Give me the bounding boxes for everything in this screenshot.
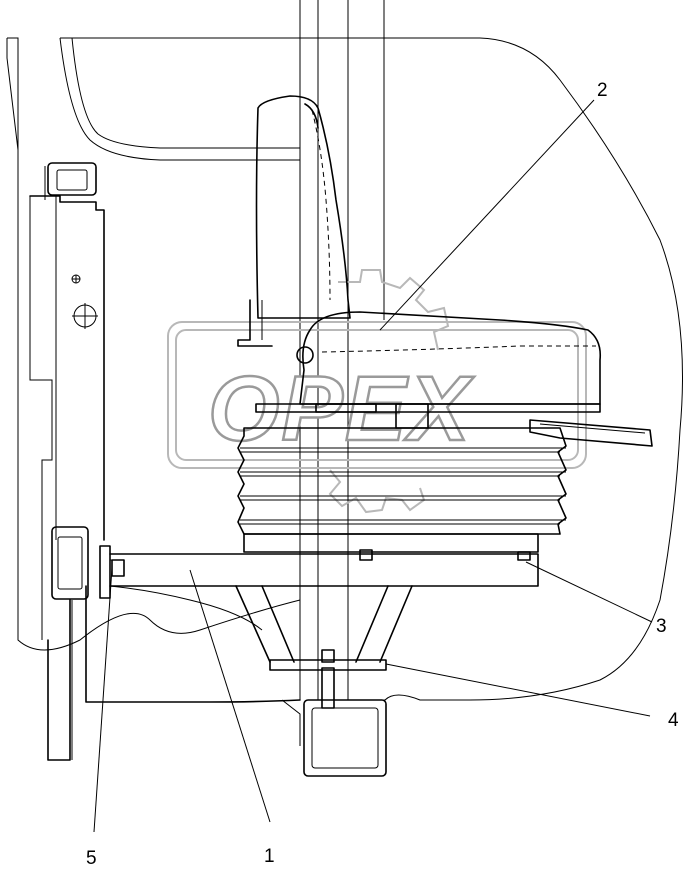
callout-labels: 1 2 3 4 5 (86, 80, 679, 869)
seat-base-plate (243, 533, 539, 561)
callout-2: 2 (597, 80, 608, 101)
watermark-text: OPEX (208, 358, 474, 460)
suspension-bellows (237, 427, 567, 535)
callout-4: 4 (668, 710, 679, 731)
seat-backrest (237, 95, 351, 364)
callout-1: 1 (264, 846, 275, 867)
support-frame (235, 585, 413, 709)
cab-pillar (299, 0, 385, 700)
callout-5: 5 (86, 848, 97, 869)
lower-tube-mount (281, 699, 387, 777)
opex-watermark: OPEX (167, 269, 587, 514)
hinge-knob-icon (296, 346, 314, 364)
left-wall-panel (29, 162, 105, 761)
adjustment-lever (529, 419, 653, 447)
callout-3: 3 (656, 616, 667, 637)
seat-cushion (255, 311, 602, 429)
cab-outline (6, 37, 683, 701)
leader-lines (93, 99, 653, 833)
